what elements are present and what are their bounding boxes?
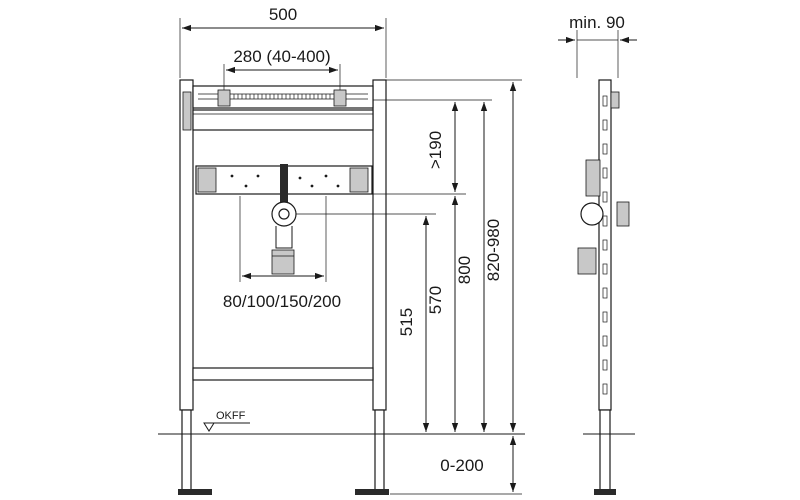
side-plate xyxy=(585,159,601,197)
side-wall-plate xyxy=(616,201,630,227)
right-leg xyxy=(374,409,385,493)
lower-crossbar xyxy=(192,367,374,381)
dim-drain-height-label: 515 xyxy=(397,308,416,336)
dim-bracket-spacing-label: 280 (40-400) xyxy=(233,47,330,66)
dim-above-drain: >190 xyxy=(426,102,459,192)
right-bracket xyxy=(333,89,347,107)
dim-width-total-label: 500 xyxy=(269,5,297,24)
extension-lines xyxy=(296,79,522,215)
right-foot xyxy=(355,489,389,495)
drain-pipe-top xyxy=(280,164,288,208)
dim-mount-height-a: 570 xyxy=(426,196,459,432)
left-leg xyxy=(181,409,192,493)
side-post xyxy=(598,79,612,411)
floor-level-symbol: OKFF xyxy=(203,410,250,432)
dim-foot-adjust: 0-200 xyxy=(390,436,522,495)
top-rail xyxy=(192,85,374,109)
side-clamp xyxy=(182,91,192,131)
dim-min-depth: min. 90 xyxy=(558,13,637,78)
dim-drain-spacing-label: 80/100/150/200 xyxy=(223,292,341,311)
dim-mount-height-a-label: 570 xyxy=(426,286,445,314)
dim-total-height: 820-980 xyxy=(484,82,517,432)
dim-mount-height-b-label: 800 xyxy=(455,256,474,284)
dim-foot-adjust-label: 0-200 xyxy=(440,456,483,475)
side-top-clip xyxy=(610,91,620,109)
dim-drain-spacing: 80/100/150/200 xyxy=(223,196,341,311)
floor-level-label: OKFF xyxy=(216,410,246,422)
dim-above-drain-label: >190 xyxy=(426,131,445,169)
side-view xyxy=(577,79,630,495)
dim-mount-height-b: 800 xyxy=(455,102,488,432)
dim-bracket-spacing: 280 (40-400) xyxy=(223,47,341,90)
side-foot xyxy=(594,489,616,495)
front-view xyxy=(178,79,389,495)
side-drain-socket xyxy=(577,247,597,275)
left-foot xyxy=(178,489,212,495)
drain-bend xyxy=(275,226,293,249)
left-bracket xyxy=(217,89,231,107)
upper-crossbar xyxy=(192,109,374,131)
dim-min-depth-label: min. 90 xyxy=(569,13,625,32)
dim-total-height-label: 820-980 xyxy=(484,219,503,281)
right-post xyxy=(372,79,387,411)
plate-right-clip xyxy=(349,167,369,193)
side-drain-outlet xyxy=(580,202,604,226)
plate-left-clip xyxy=(197,167,217,193)
dim-drain-height: 515 xyxy=(397,216,430,432)
side-leg xyxy=(599,409,611,493)
dim-width-total: 500 xyxy=(179,5,387,78)
side-post-holes xyxy=(602,95,608,395)
plate-holes xyxy=(230,174,340,188)
drain-socket xyxy=(271,249,295,275)
